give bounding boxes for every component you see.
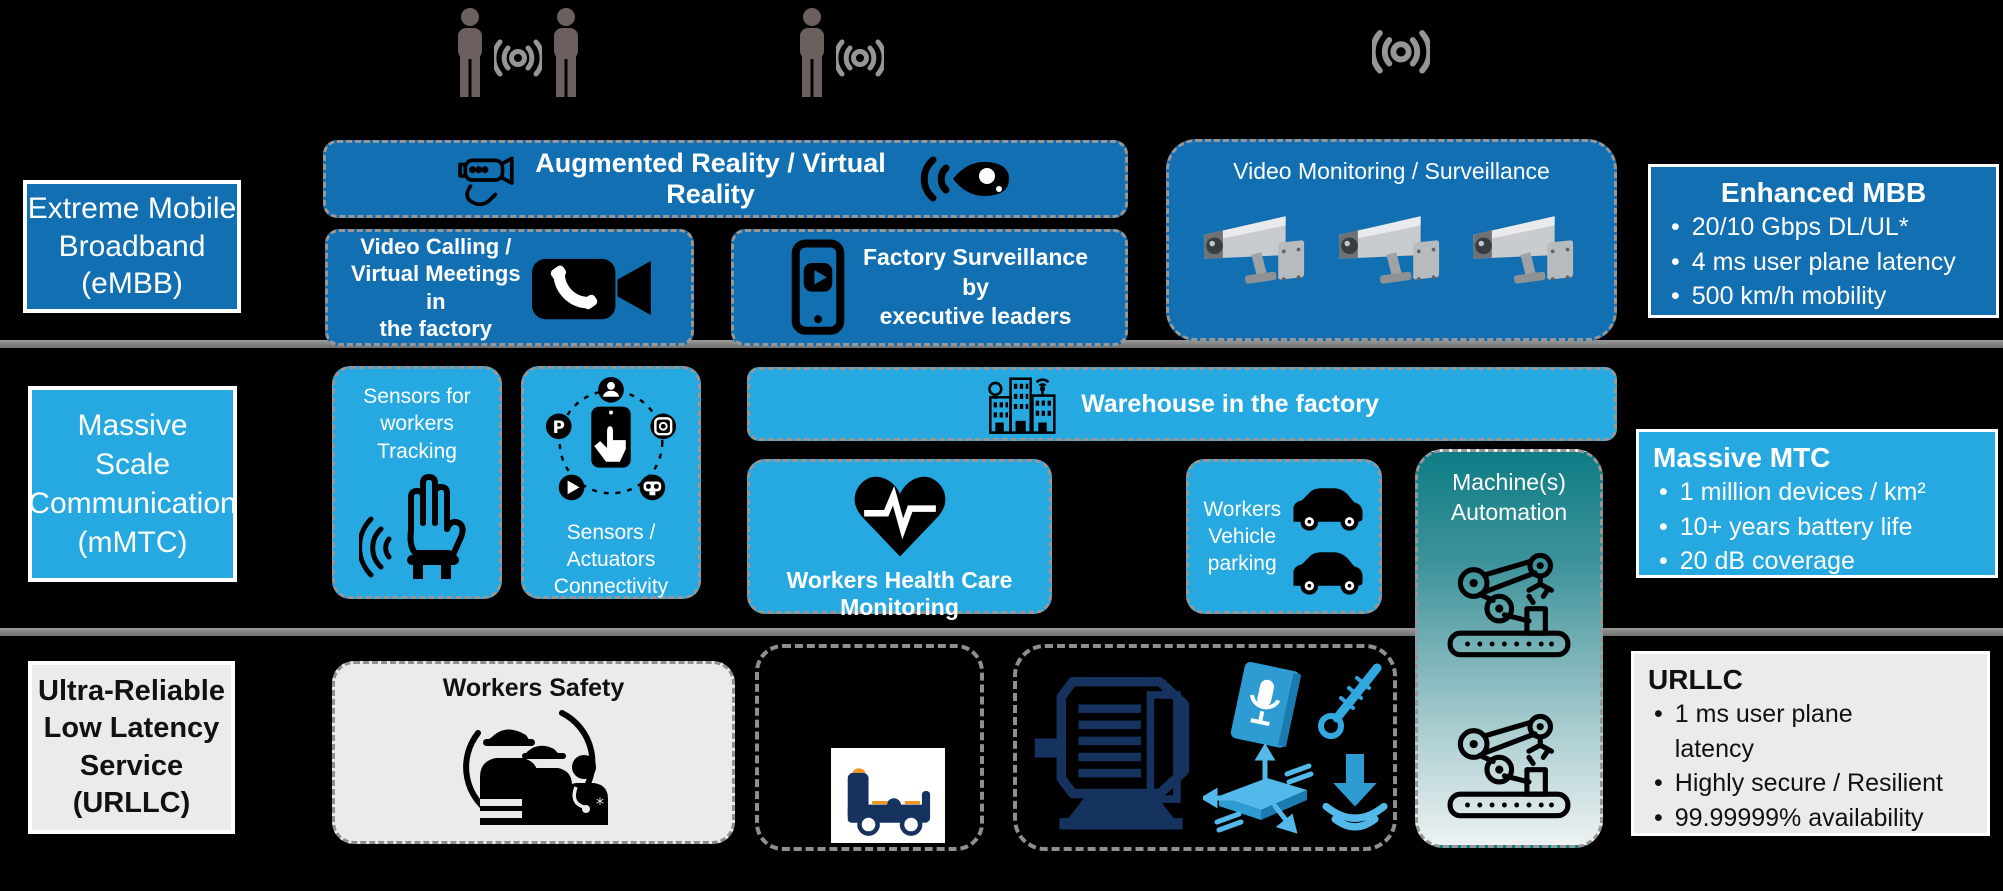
- smart-building-icon: [988, 377, 1056, 434]
- person-icon: [458, 8, 482, 97]
- machine-sensors-box: [1013, 644, 1397, 851]
- video-calling-box: Video Calling / Virtual Meetings in the …: [325, 229, 694, 346]
- mmtc-requirement: •1 million devices / km²: [1653, 475, 1981, 510]
- vr-headset-icon: [458, 156, 514, 207]
- eye-icon: [920, 156, 1009, 202]
- urllc-requirement: •Highly secure / Resilient: [1648, 766, 1973, 801]
- social-connectivity-icon: P: [545, 377, 677, 501]
- electric-motor-icon: [1034, 676, 1190, 830]
- mmtc-row-label: Massive Scale Communication (mMTC): [28, 386, 237, 582]
- mmtc-requirements-panel: Massive MTC •1 million devices / km² •10…: [1636, 429, 1998, 578]
- embb-requirement: •500 km/h mobility: [1665, 279, 1982, 314]
- vibration-sensor-icon: [1203, 744, 1314, 834]
- factory-surveillance-box: Factory Surveillance by executive leader…: [731, 229, 1128, 346]
- bullet-dot: •: [1671, 247, 1680, 276]
- video-monitoring-box: Video Monitoring / Surveillance: [1166, 139, 1617, 341]
- bullet-dot: •: [1659, 478, 1668, 506]
- wireless-signal-icon: [1372, 30, 1430, 74]
- cctv-camera-icon: [1204, 216, 1305, 284]
- ar-vr-box: Augmented Reality / Virtual Reality: [323, 140, 1128, 218]
- urllc-row-label-text: Ultra-Reliable Low Latency Service (URLL…: [38, 675, 225, 819]
- cctv-camera-icon: [1338, 216, 1439, 284]
- agv-box: [755, 644, 984, 851]
- mmtc-requirement: •20 dB coverage: [1653, 544, 1981, 579]
- embb-row-label-text: Extreme Mobile Broadband (eMBB): [27, 192, 237, 301]
- bullet-dot: •: [1654, 700, 1663, 728]
- urllc-requirements-title: URLLC: [1648, 664, 1743, 695]
- agv-vehicle-icon: [847, 767, 931, 836]
- car-icon: [1293, 551, 1364, 595]
- bullet-dot: •: [1671, 282, 1680, 310]
- person-icon: [800, 8, 824, 97]
- urllc-requirement: •1 ms user plane latency: [1648, 697, 1938, 766]
- health-care-box: Workers Health Care Monitoring: [747, 459, 1052, 620]
- microphone-book-icon: [1230, 661, 1302, 748]
- sensors-actuators-title: Sensors / Actuators Connectivity: [553, 521, 669, 598]
- hand-wristband-icon: [357, 473, 466, 579]
- row-divider: [0, 628, 2003, 636]
- embb-requirement: •4 ms user plane latency: [1665, 245, 1982, 280]
- bullet-dot: •: [1659, 547, 1668, 575]
- workers-safety-title: Workers Safety: [442, 674, 625, 702]
- sensors-tracking-box: Sensors for workers Tracking: [332, 366, 502, 599]
- robot-arm-icon: [1447, 713, 1571, 819]
- svg-text:P: P: [553, 417, 565, 437]
- bullet-dot: •: [1654, 803, 1663, 832]
- mmtc-row-label-text: Massive Scale Communication (mMTC): [28, 409, 237, 559]
- workers-safety-box: Workers Safety *: [332, 661, 735, 844]
- agv-image-tile: [831, 748, 945, 843]
- factory-surveillance-title: Factory Surveillance by executive leader…: [863, 243, 1088, 330]
- ar-vr-title: Augmented Reality / Virtual Reality: [535, 148, 886, 209]
- video-monitoring-title: Video Monitoring / Surveillance: [1233, 158, 1550, 184]
- bullet-dot: •: [1659, 512, 1668, 541]
- smartphone-video-icon: [791, 238, 845, 335]
- thermometer-icon: [1318, 663, 1382, 739]
- warehouse-box: Warehouse in the factory: [747, 367, 1617, 441]
- robot-arm-icon: [1447, 552, 1571, 658]
- wireless-signal-icon: [494, 39, 542, 77]
- urllc-requirement: •99.99999% availability: [1648, 801, 1973, 836]
- video-call-icon: [531, 258, 651, 319]
- mmtc-requirements-title: Massive MTC: [1653, 442, 1831, 473]
- embb-requirement: •20/10 Gbps DL/UL*: [1665, 210, 1982, 245]
- car-icon: [1293, 487, 1364, 531]
- embb-requirements-title: Enhanced MBB: [1720, 177, 1927, 208]
- warehouse-title: Warehouse in the factory: [1081, 389, 1379, 418]
- bullet-dot: •: [1654, 769, 1663, 797]
- sensors-tracking-title: Sensors for workers Tracking: [363, 385, 471, 463]
- bullet-dot: •: [1671, 213, 1680, 241]
- urllc-row-label: Ultra-Reliable Low Latency Service (URLL…: [28, 661, 235, 834]
- first-responders-icon: *: [462, 710, 608, 825]
- embb-requirements-panel: Enhanced MBB •20/10 Gbps DL/UL* •4 ms us…: [1648, 164, 1999, 318]
- mmtc-requirement: •10+ years battery life: [1653, 510, 1981, 545]
- video-calling-title: Video Calling / Virtual Meetings in the …: [351, 233, 521, 342]
- person-icon: [554, 8, 578, 97]
- vehicle-parking-box: Workers Vehicle parking: [1186, 459, 1382, 614]
- urllc-requirements-panel: URLLC •1 ms user plane latency •Highly s…: [1631, 651, 1990, 836]
- machine-automation-title: Machine(s) Automation: [1450, 469, 1568, 525]
- sensors-actuators-box: P Sensors / Actuators Connectivity: [521, 366, 701, 599]
- pressure-sensor-icon: [1322, 754, 1388, 831]
- health-care-title: Workers Health Care Monitoring: [786, 567, 1013, 620]
- embb-row-label: Extreme Mobile Broadband (eMBB): [23, 180, 241, 313]
- cctv-camera-icon: [1473, 216, 1574, 284]
- machine-automation-box: Machine(s) Automation: [1415, 449, 1603, 848]
- vehicle-parking-title: Workers Vehicle parking: [1203, 497, 1282, 576]
- wireless-signal-icon: [836, 39, 884, 77]
- svg-text:*: *: [596, 794, 604, 813]
- heart-pulse-icon: [854, 476, 945, 557]
